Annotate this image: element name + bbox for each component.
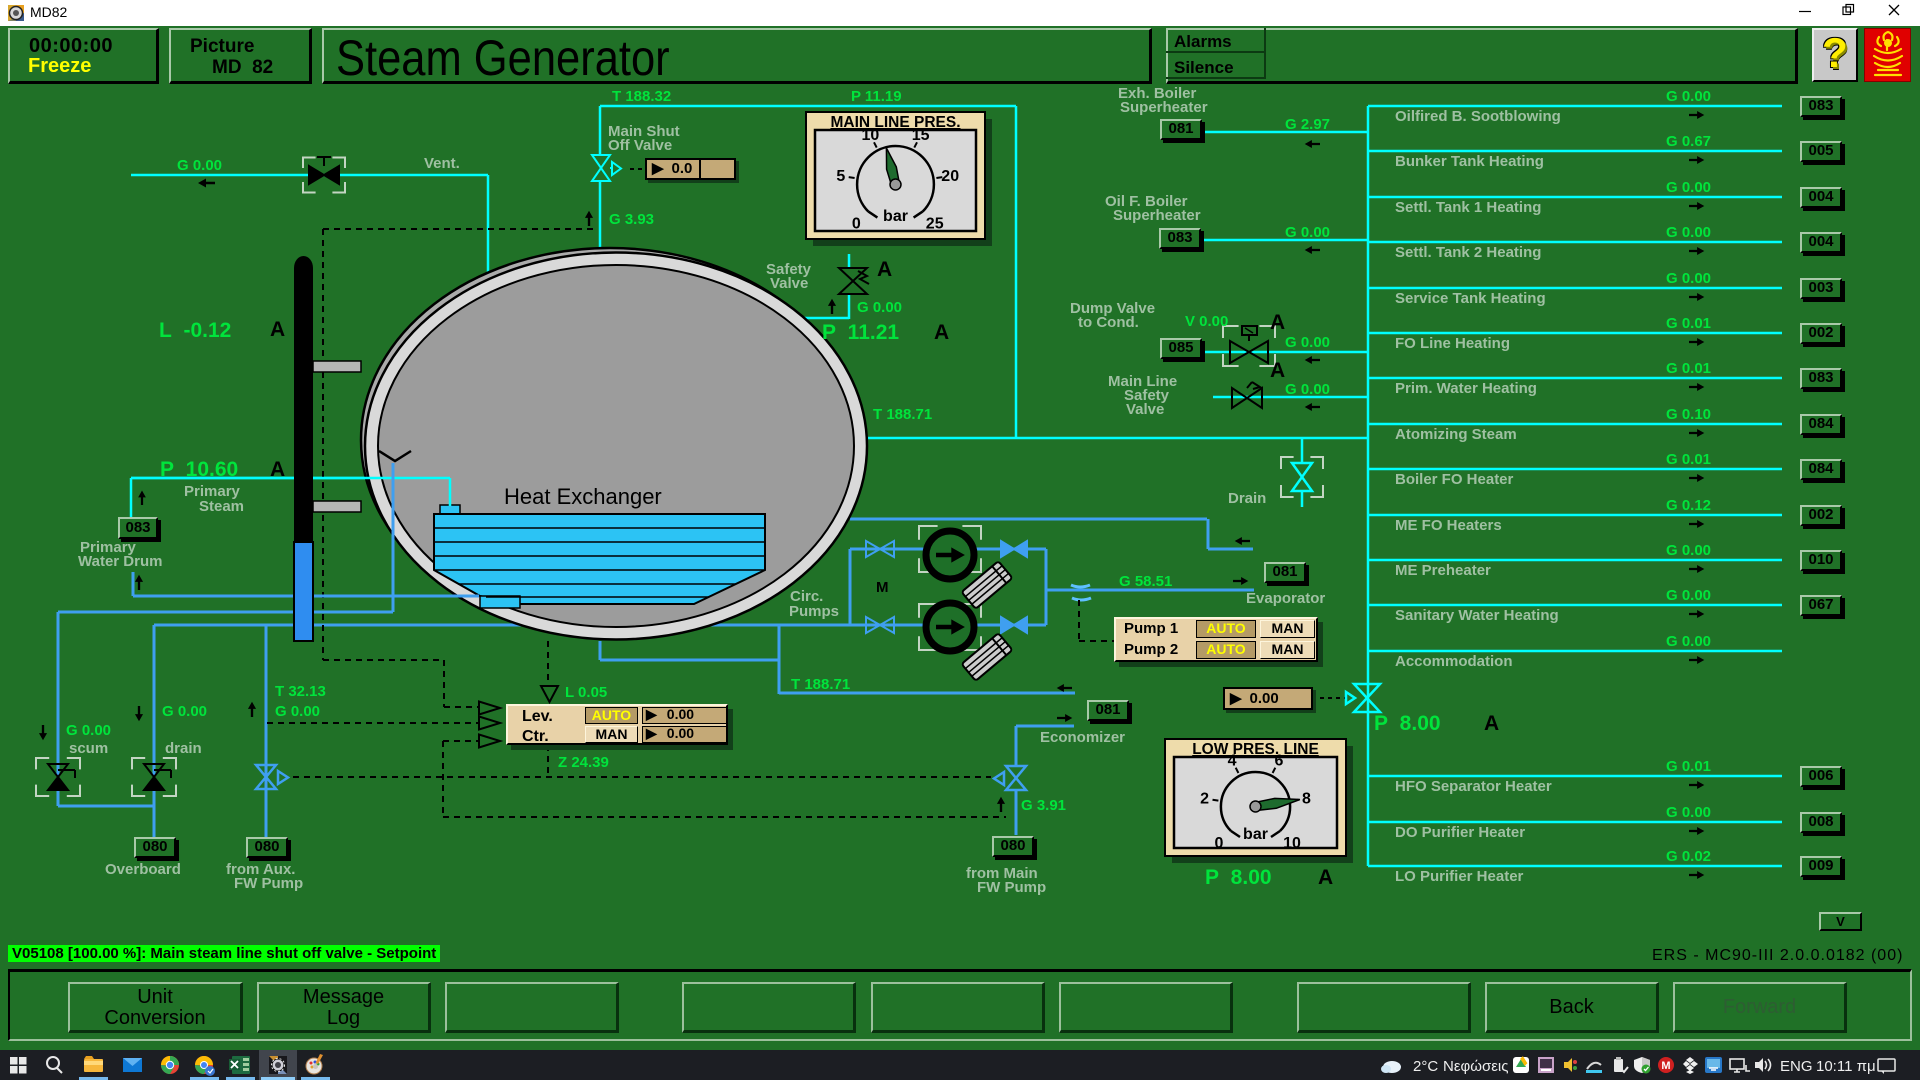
svg-text:MAIN LINE PRES.: MAIN LINE PRES. [830, 114, 960, 131]
svg-text:25: 25 [926, 216, 944, 233]
svg-text:0: 0 [1215, 835, 1224, 852]
svg-text:bar: bar [883, 208, 908, 225]
svg-text:0: 0 [852, 216, 861, 233]
svg-text:Νεφώσεις: Νεφώσεις [1443, 1058, 1508, 1075]
svg-text:ENG: ENG [1780, 1058, 1813, 1075]
svg-text:M: M [1661, 1060, 1670, 1072]
svg-text:bar: bar [1243, 826, 1268, 843]
svg-text:6: 6 [1274, 753, 1283, 770]
svg-text:10: 10 [862, 127, 880, 144]
svg-text:10:11 πμ: 10:11 πμ [1816, 1058, 1876, 1075]
svg-text:8: 8 [1302, 790, 1311, 807]
svg-text:20: 20 [941, 168, 959, 185]
svg-text:LOW PRES. LINE: LOW PRES. LINE [1192, 741, 1319, 758]
svg-text:2: 2 [1200, 790, 1209, 807]
svg-text:2°C: 2°C [1413, 1058, 1438, 1075]
svg-text:15: 15 [912, 127, 930, 144]
svg-text:10: 10 [1283, 835, 1301, 852]
svg-text:5: 5 [836, 168, 845, 185]
svg-text:4: 4 [1228, 753, 1237, 770]
